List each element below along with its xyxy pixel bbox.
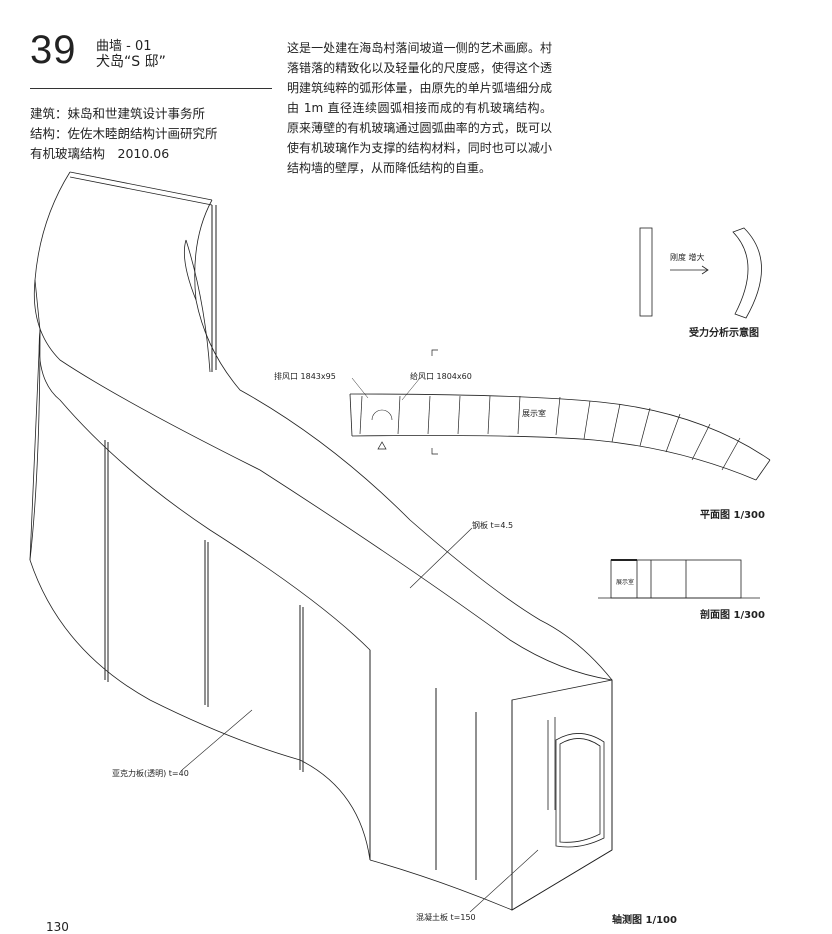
section-room-label: 展示室 [616, 579, 635, 586]
exhaust-vent-label: 排风口 1843x95 [274, 372, 336, 381]
chapter-number: 39 [30, 28, 77, 72]
description-paragraph: 这是一处建在海岛村落间坡道一侧的艺术画廊。村落错落的精致化以及轻量化的尺度感，使… [287, 41, 552, 175]
chapter-category: 曲墙 - 01 [96, 39, 152, 54]
plan-room-label: 展示室 [522, 409, 546, 418]
architect-line: 建筑：妹岛和世建筑设计事务所 [30, 106, 206, 121]
straight-wall-icon [639, 227, 653, 317]
stiffness-arrow-label: 刚度 增大 [670, 253, 705, 262]
supply-vent-label: 给风口 1804x60 [410, 372, 472, 381]
header-rule [30, 88, 272, 89]
curved-wall-icon [732, 227, 762, 319]
steel-plate-label: 钢板 t=4.5 [472, 521, 514, 530]
plan-caption: 平面图 1/300 [700, 510, 765, 521]
plan-drawing [349, 349, 771, 481]
force-diagram-caption: 受力分析示意图 [689, 328, 759, 339]
axonometric-drawing [29, 171, 613, 913]
section-caption: 剖面图 1/300 [700, 610, 765, 621]
project-title: 犬岛“S 邸” [96, 54, 166, 70]
type-date-line: 有机玻璃结构 2010.06 [30, 146, 170, 161]
page-number: 130 [46, 920, 69, 934]
axonometric-caption: 轴测图 1/100 [612, 915, 677, 926]
structure-line: 结构：佐佐木睦朗结构计画研究所 [30, 126, 218, 141]
section-drawing [598, 559, 760, 599]
concrete-slab-label: 混凝土板 t=150 [416, 913, 476, 922]
force-diagram [639, 227, 762, 319]
acrylic-panel-label: 亚克力板(透明) t=40 [112, 769, 189, 778]
project-info: 建筑：妹岛和世建筑设计事务所 结构：佐佐木睦朗结构计画研究所 有机玻璃结构 20… [30, 104, 218, 164]
